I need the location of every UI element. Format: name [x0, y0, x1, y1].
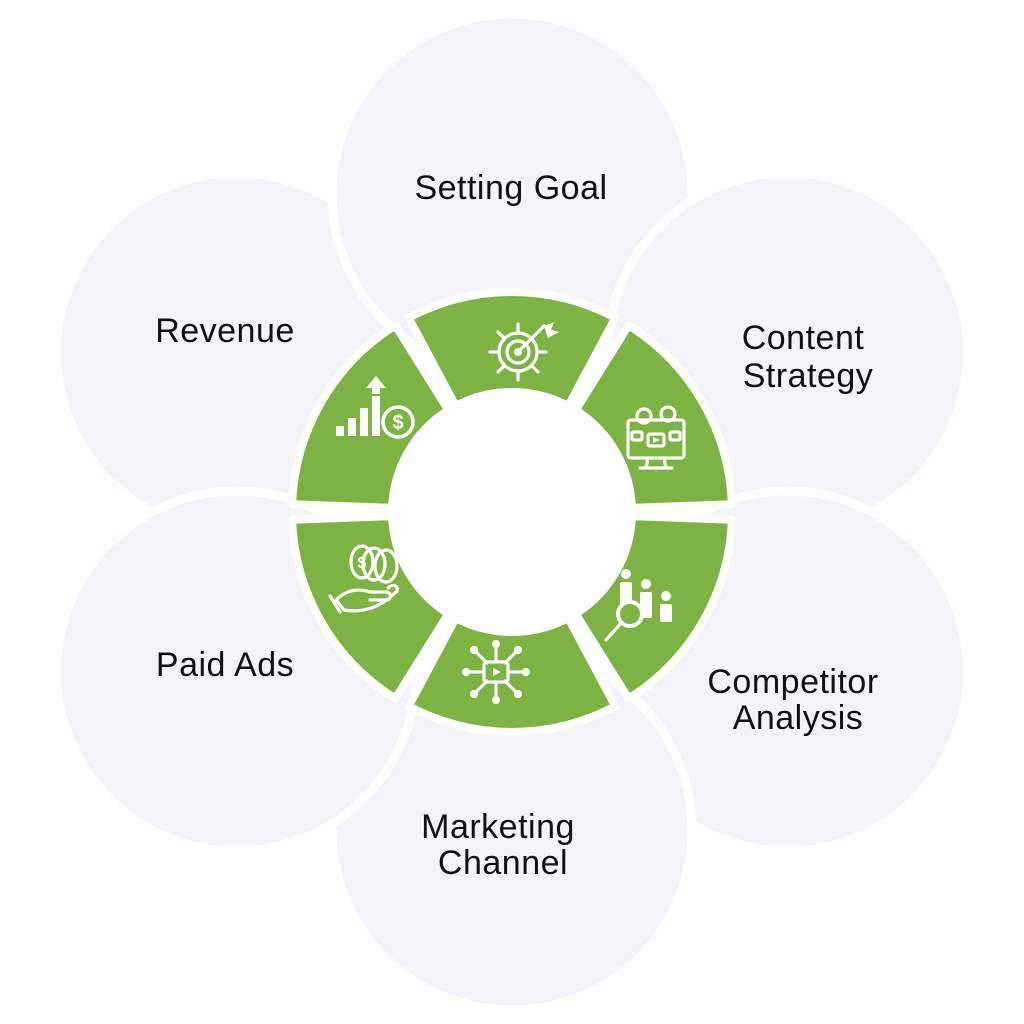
svg-text:$: $	[392, 412, 403, 434]
step-label-revenue: Revenue	[155, 312, 295, 350]
ring-segment-competitor-analysis	[571, 512, 736, 703]
video-monitor-icon	[626, 405, 686, 470]
step-label-content-strategy: Content Strategy	[742, 319, 875, 395]
petals-layer	[52, 9, 972, 1015]
network-channel-icon	[462, 640, 530, 704]
svg-text:$: $	[358, 555, 367, 572]
analysis-magnifier-icon	[604, 569, 672, 642]
ring-segment-revenue	[288, 321, 453, 512]
ring-segment-setting-goal	[404, 288, 620, 410]
ring-segment-content-strategy	[571, 321, 736, 512]
growth-dollar-icon: $	[336, 376, 415, 439]
step-label-competitor-analysis: Competitor Analysis	[707, 663, 888, 737]
step-label-marketing-channel: Marketing Channel	[421, 808, 585, 882]
labels-layer: Setting Goal Content Strategy Competitor…	[155, 169, 888, 882]
step-label-setting-goal: Setting Goal	[414, 169, 607, 207]
ring-layer	[288, 288, 736, 736]
target-gear-icon	[488, 322, 559, 382]
icons-layer: $ $	[328, 322, 686, 704]
ring-segment-marketing-channel	[404, 614, 620, 736]
coins-hand-icon: $	[328, 544, 399, 614]
step-label-paid-ads: Paid Ads	[156, 646, 294, 684]
